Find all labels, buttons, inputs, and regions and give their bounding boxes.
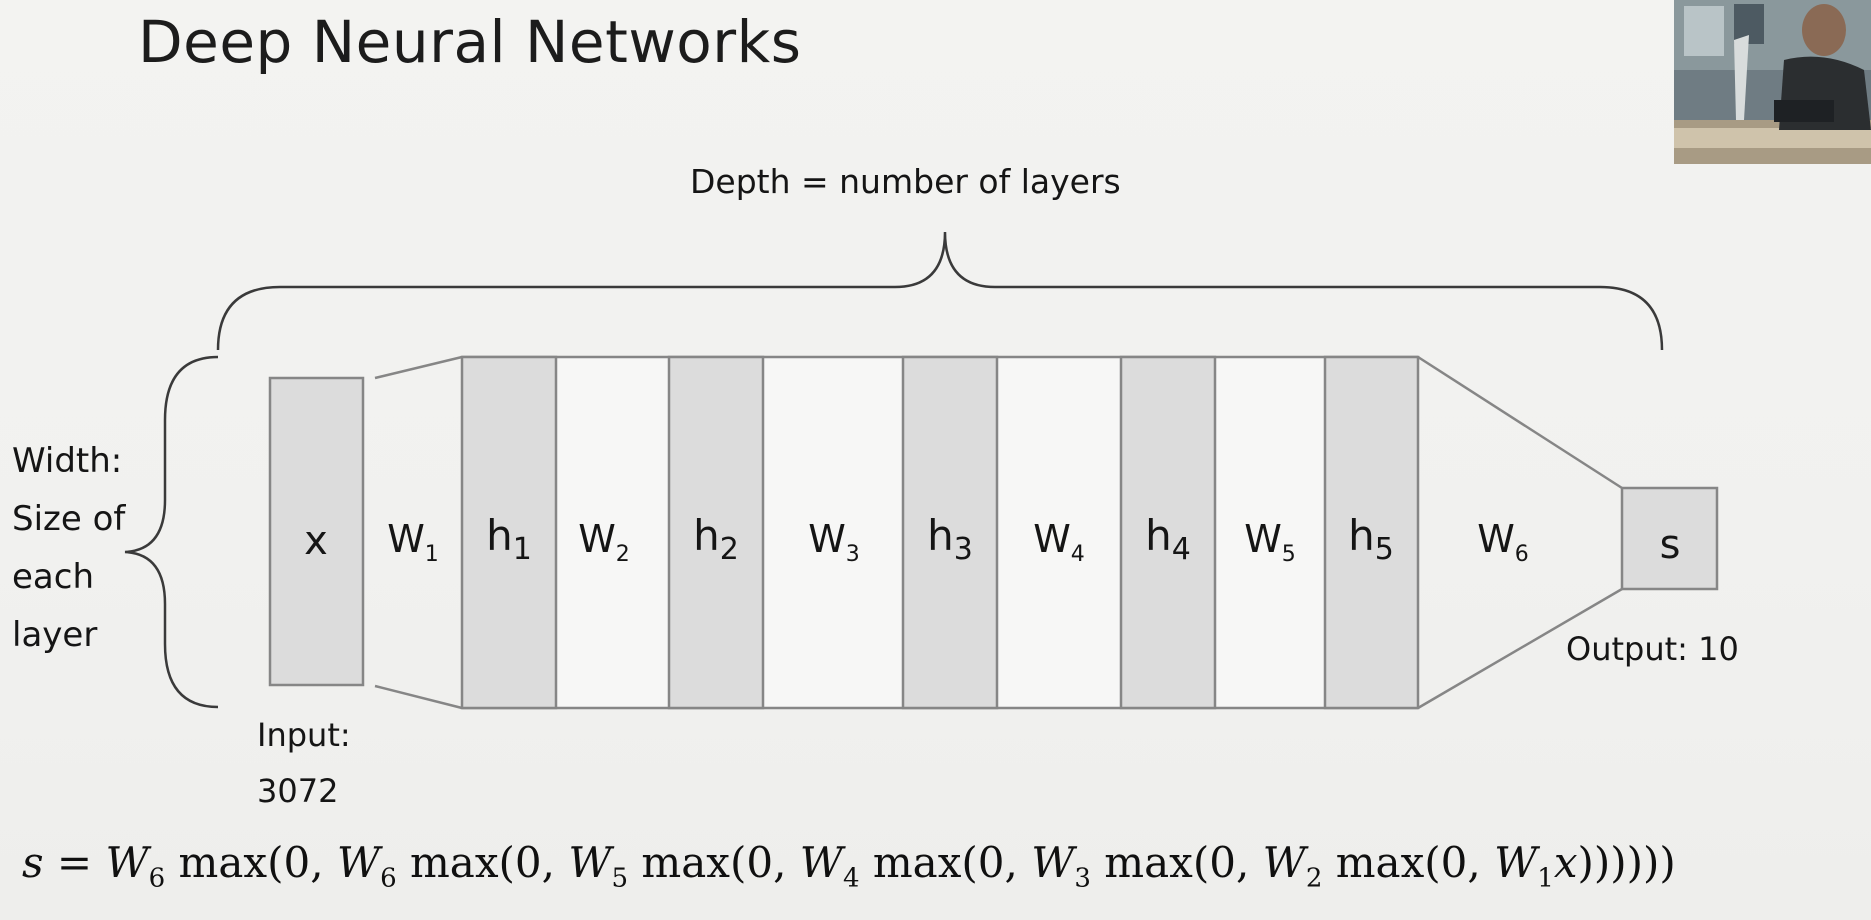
hidden-layer-label-h3-base: h	[927, 511, 954, 560]
input-taper-top	[374, 355, 463, 380]
hidden-layer-label-h5: h5	[1348, 511, 1394, 567]
weight-label-W3-subscript: 3	[846, 542, 860, 567]
output-taper-top	[1417, 355, 1623, 490]
equation-max-operator: max(0,	[396, 838, 569, 887]
equation-weight: W	[1262, 838, 1306, 887]
input-node-label: x	[304, 518, 328, 564]
output-layer-box	[1620, 486, 1719, 591]
width-brace	[124, 355, 219, 709]
input-layer-box	[268, 376, 365, 687]
weight-region-w3	[763, 357, 903, 708]
hidden-layer-box-h1	[460, 355, 558, 710]
equation-innermost-subscript: 1	[1537, 863, 1554, 894]
equation-weight-subscript: 3	[1074, 863, 1091, 894]
hidden-layer-label-h2: h2	[693, 511, 739, 567]
output-node-label: s	[1660, 522, 1681, 568]
weight-label-W5: W5	[1244, 517, 1296, 567]
equation-closing: ))))))	[1577, 838, 1676, 887]
depth-brace	[216, 231, 1664, 351]
equation-max-operator: max(0,	[628, 838, 800, 887]
hidden-layer-box-h4	[1119, 355, 1217, 710]
hidden-layer-label-h3: h3	[927, 511, 973, 567]
equation-max-operator: max(0,	[165, 838, 337, 887]
weight-region-w5	[1215, 357, 1325, 708]
weight-label-W1: W1	[387, 517, 439, 567]
weight-label-W1-subscript: 1	[425, 542, 439, 567]
width-label-line: Width:	[12, 441, 123, 481]
equation-equals: =	[56, 838, 106, 887]
weight-label-W2-base: W	[578, 517, 616, 561]
equation-lhs: s	[22, 838, 44, 887]
hidden-layer-label-h1-subscript: 1	[513, 532, 532, 567]
equation-weight: W	[1031, 838, 1075, 887]
output-taper-bottom	[1417, 587, 1623, 710]
equation-weight-subscript: 5	[611, 863, 629, 894]
hidden-layer-label-h3-subscript: 3	[954, 532, 973, 567]
hidden-layer-box-h5	[1323, 355, 1420, 710]
equation-weight: W	[336, 838, 381, 887]
weight-label-W4: W4	[1033, 517, 1085, 567]
output-size-label: Output: 10	[1566, 630, 1739, 668]
equation-max-operator: max(0,	[1322, 838, 1495, 887]
hidden-layer-label-h4-subscript: 4	[1172, 532, 1191, 567]
input-size-label-line: Input:	[257, 716, 351, 754]
weight-label-W3-base: W	[808, 517, 846, 561]
weight-label-W5-base: W	[1244, 517, 1282, 561]
equation-weight: W	[799, 838, 843, 887]
equation-weight-subscript: 6	[148, 863, 166, 894]
weight-label-W2: W2	[578, 517, 630, 567]
presenter-webcam-thumbnail	[1674, 0, 1871, 164]
input-size-label: Input: 3072	[257, 707, 351, 819]
hidden-layer-label-h5-subscript: 5	[1375, 532, 1394, 567]
slide-title: Deep Neural Networks	[138, 8, 802, 76]
equation-input-var: x	[1553, 838, 1578, 887]
hidden-layer-label-h1-base: h	[486, 511, 513, 560]
equation-innermost-weight: W	[1494, 838, 1538, 887]
hidden-layer-label-h2-subscript: 2	[720, 532, 739, 567]
equation-weight: W	[568, 838, 612, 887]
hidden-layer-label-h5-base: h	[1348, 511, 1375, 560]
hidden-layer-label-h4: h4	[1145, 511, 1191, 567]
equation-max-operator: max(0,	[859, 838, 1032, 887]
weight-label-W3: W3	[808, 517, 860, 567]
hidden-layer-label-h4-base: h	[1145, 511, 1172, 560]
depth-label: Depth = number of layers	[690, 162, 1121, 201]
width-label-line: each	[12, 557, 94, 597]
equation-terms: W6 max(0, W6 max(0, W5 max(0, W4 max(0, …	[105, 838, 1495, 893]
equation-weight-subscript: 4	[842, 863, 860, 894]
forward-equation: s = W6 max(0, W6 max(0, W5 max(0, W4 max…	[22, 838, 1676, 893]
webcam-image	[1674, 0, 1871, 164]
weight-label-W5-subscript: 5	[1282, 542, 1296, 567]
weight-label-W6: W6	[1477, 517, 1529, 567]
weight-label-W4-subscript: 4	[1071, 542, 1085, 567]
hidden-layer-box-h2	[667, 355, 765, 710]
weight-label-W2-subscript: 2	[616, 542, 630, 567]
hidden-layer-label-h2-base: h	[693, 511, 720, 560]
equation-weight-subscript: 2	[1305, 863, 1323, 894]
equation-weight-subscript: 6	[380, 863, 397, 894]
hidden-layer-box-h3	[901, 355, 999, 710]
input-size-label-value: 3072	[257, 772, 339, 810]
width-label: Width: Size of each layer	[12, 432, 162, 664]
weight-label-W6-subscript: 6	[1515, 542, 1529, 567]
hidden-layer-label-h1: h1	[486, 511, 532, 567]
weight-label-W1-base: W	[387, 517, 425, 561]
weight-region-w2	[556, 357, 669, 708]
input-taper-bottom	[374, 684, 463, 710]
equation-weight: W	[105, 838, 149, 887]
width-label-line: Size of	[12, 499, 126, 539]
width-label-line: layer	[12, 615, 98, 655]
equation-max-operator: max(0,	[1090, 838, 1263, 887]
weight-region-w4	[997, 357, 1121, 708]
weight-label-W6-base: W	[1477, 517, 1515, 561]
weight-label-W4-base: W	[1033, 517, 1071, 561]
